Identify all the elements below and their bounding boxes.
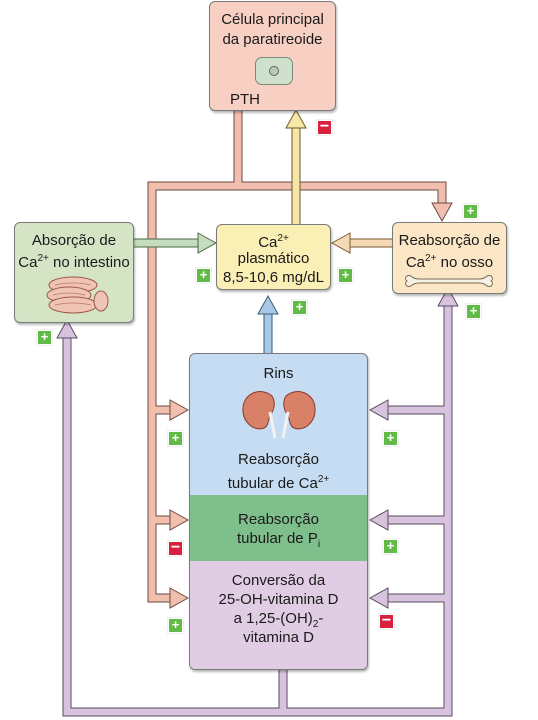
parathyroid-cell-box: Célula principal da paratireoide PTH [209, 1, 336, 111]
plasma-range-label: 8,5-10,6 mg/dL [223, 269, 324, 286]
pth-label: PTH [230, 91, 260, 108]
pth-inhibition-badge: − [317, 119, 332, 135]
parathyroid-cell-icon [255, 57, 293, 85]
kidney-icon [242, 391, 316, 438]
bone-calcitriol-badge: + [466, 304, 481, 319]
plasma-label-line1: Ca2+ [258, 233, 289, 251]
vitamin-d-line4: vitamina D [243, 629, 314, 646]
bone-stimulation-badge: + [463, 204, 478, 219]
calcitriol-arrowheads [56, 286, 459, 609]
calcitriol-arrows [62, 304, 453, 717]
pth-arrowheads [169, 202, 453, 609]
bone-label-line2: Ca2+ no osso [405, 253, 494, 271]
kidney-to-plasma-badge: + [292, 300, 307, 315]
vitamin-d-conversion-section: Conversão da 25-OH-vitamina D a 1,25-(OH… [190, 561, 367, 669]
calcitriol-pi-reabsorption-badge: + [383, 539, 398, 554]
plasma-feedback-arrow [285, 108, 307, 226]
bone-to-plasma-arrow [330, 232, 393, 254]
calcitriol-ca-reabsorption-badge: + [383, 431, 398, 446]
plasma-calcium-box: Ca2+ plasmático 8,5-10,6 mg/dL [216, 224, 331, 290]
ca-reabsorption-line2: tubular de Ca2+ [227, 474, 330, 492]
parathyroid-label-line2: da paratireoide [222, 31, 323, 48]
intestine-to-plasma-badge: + [196, 268, 211, 283]
intestine-icon [46, 276, 109, 314]
bone-icon [405, 275, 493, 287]
vitamin-d-line3: a 1,25-(OH)2- [233, 610, 324, 630]
intestine-calcitriol-badge: + [37, 330, 52, 345]
parathyroid-label-line1: Célula principal [221, 11, 324, 28]
kidneys-box: Rins Reabsorção tubular de Ca2+ Reabsorç… [189, 353, 368, 670]
vitamin-d-line1: Conversão da [231, 572, 326, 589]
pi-reabsorption-line1: Reabsorção [238, 511, 319, 528]
bone-label-line1: Reabsorção de [398, 232, 501, 249]
calcitriol-vitamin-d-badge: − [379, 613, 394, 629]
pi-reabsorption-section: Reabsorção tubular de Pi [190, 495, 367, 561]
intestine-label-line1: Absorção de [31, 232, 117, 249]
pth-pi-reabsorption-badge: − [168, 540, 183, 556]
plasma-label-line2: plasmático [237, 250, 310, 267]
pi-reabsorption-line2: tubular de Pi [236, 530, 321, 550]
pth-arrows [147, 110, 447, 603]
vitamin-d-line2: 25-OH-vitamina D [218, 591, 339, 608]
bone-to-plasma-badge: + [338, 268, 353, 283]
kidney-to-plasma-arrow [257, 294, 279, 353]
pth-ca-reabsorption-badge: + [168, 431, 183, 446]
pth-vitamin-d-badge: + [168, 618, 183, 633]
intestine-to-plasma-arrow [133, 232, 218, 254]
ca-reabsorption-line1: Reabsorção [238, 451, 319, 468]
cell-nucleus-icon [269, 66, 279, 76]
bone-resorption-box: Reabsorção de Ca2+ no osso [392, 222, 507, 294]
kidneys-title: Rins [263, 365, 294, 382]
intestine-absorption-box: Absorção de Ca2+ no intestino [14, 222, 134, 323]
intestine-label-line2: Ca2+ no intestino [18, 253, 130, 271]
